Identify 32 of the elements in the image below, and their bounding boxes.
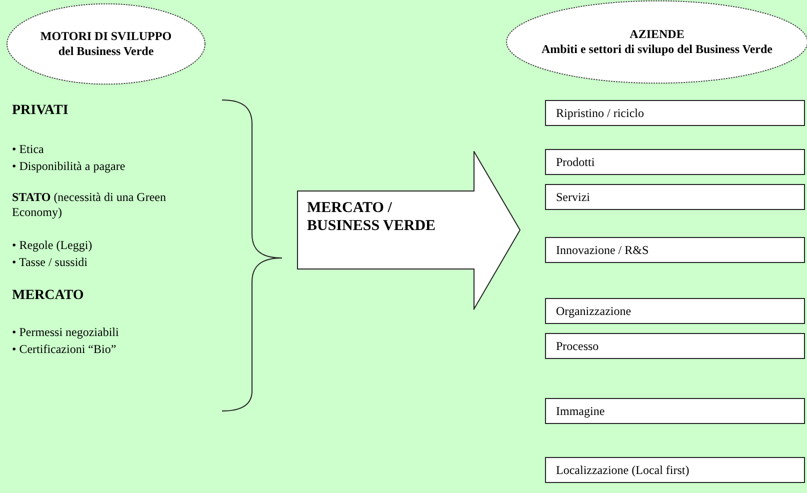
- sector-box: [545, 237, 805, 263]
- sector-label: Prodotti: [556, 154, 595, 170]
- sector-label: Localizzazione (Local first): [556, 462, 690, 478]
- sector-label: Ripristino / riciclo: [556, 106, 644, 120]
- sector-box: [545, 398, 805, 424]
- sector-box: [545, 149, 805, 175]
- group-heading: MERCATO: [12, 288, 85, 303]
- group-heading: PRIVATI: [12, 103, 70, 118]
- ellipse-heading: AZIENDE: [628, 27, 686, 42]
- arrow-label: MERCATO / BUSINESS VERDE: [307, 199, 437, 235]
- bullet-item: • Permessi negoziabili: [12, 325, 120, 340]
- sector-box: [545, 333, 805, 359]
- sector-box: [545, 298, 805, 324]
- sector-box: [545, 100, 805, 126]
- sector-label: Immagine: [556, 404, 605, 418]
- ellipse: [6, 3, 206, 85]
- bullet-item: • Regole (Leggi): [12, 238, 94, 253]
- sector-label: Processo: [556, 338, 599, 354]
- sector-box: [545, 184, 805, 210]
- block-arrow: [297, 151, 521, 310]
- ellipse-heading: MOTORI DI SVILUPPO: [39, 29, 173, 44]
- sector-label: Organizzazione: [556, 304, 632, 318]
- ellipse-subheading: Ambiti e settori di svilupo del Business Verde: [540, 42, 774, 57]
- sector-box: [545, 457, 805, 483]
- sector-label: Servizi: [556, 190, 590, 204]
- ellipse-subheading: del Business Verde: [57, 44, 155, 59]
- bullet-item: • Certificazioni “Bio”: [12, 342, 118, 357]
- bullet-item: • Tasse / sussidi: [12, 255, 88, 270]
- bullet-item: • Disponibilità a pagare: [12, 159, 126, 174]
- paragraph: STATO (necessità di una Green Economy): [12, 190, 167, 220]
- bullet-item: • Etica: [12, 142, 45, 157]
- sector-label: Innovazione / R&S: [556, 242, 649, 258]
